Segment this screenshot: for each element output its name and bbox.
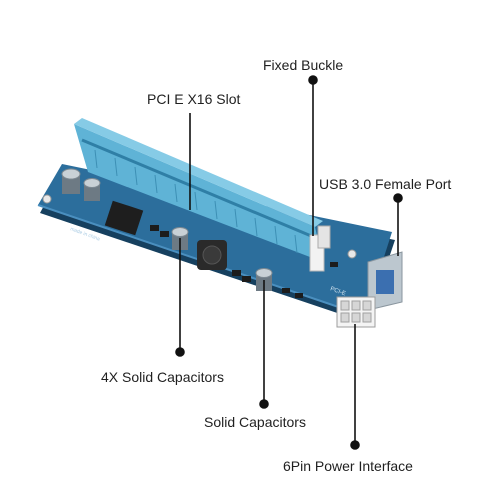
six-pin-holes [340,300,372,323]
capacitor [61,168,81,194]
pcie-slot-body [74,124,323,262]
pcie-slot-groove [81,138,317,240]
board-marking-pci-e: PCI-E [329,286,346,297]
mounting-hole [42,194,52,204]
callout-pcie-slot: PCI E X16 Slot [147,91,241,107]
callout-solid-capacitors: Solid Capacitors [204,414,306,430]
leader-dot-6pin [350,440,360,450]
callout-4x-solid-capacitors: 4X Solid Capacitors [101,369,224,385]
leader-lines [175,75,403,450]
leader-dot-4x-caps [175,347,185,357]
pcie-slot-pins [94,149,298,254]
mounting-hole [347,249,357,259]
leader-dot-usb-port [393,193,403,203]
smd-components [150,225,338,298]
callout-usb-port: USB 3.0 Female Port [319,176,452,192]
leader-dot-fixed-buckle [308,75,318,85]
regulator-chip [104,200,144,236]
leader-dot-solid-caps [259,399,269,409]
callout-fixed-buckle: Fixed Buckle [263,57,344,73]
inductor-core [202,245,222,265]
fixed-buckle-tab [317,225,331,249]
callout-6pin-power-interface: 6Pin Power Interface [283,458,413,474]
capacitor [83,178,101,201]
usb-port-tongue [376,270,394,294]
pcie-slot-top [74,118,323,227]
